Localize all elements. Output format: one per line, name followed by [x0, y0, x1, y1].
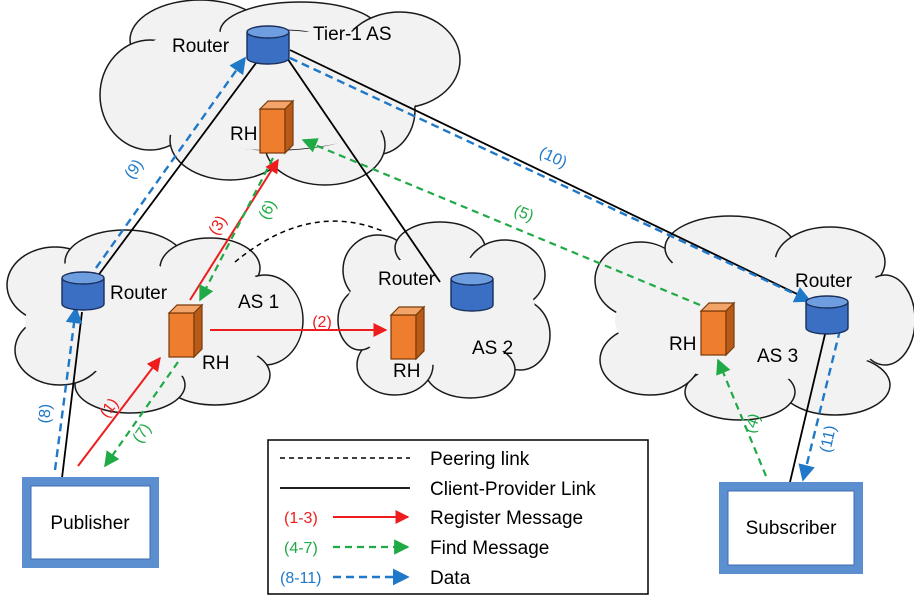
legend-box	[267, 439, 649, 595]
publisher-label: Publisher	[50, 513, 130, 534]
cloud-as1	[6, 229, 304, 414]
arrow-register-3	[189, 158, 279, 301]
legend-register-label: Register Message	[430, 508, 583, 529]
rh-icon	[699, 301, 736, 357]
rh-label-tier1: RH	[230, 124, 257, 145]
link-tier1-as2	[284, 54, 441, 283]
data-arrows	[53, 56, 842, 482]
tier1-as-label: Tier-1 AS	[313, 24, 392, 45]
legend-client-provider-label: Client-Provider Link	[430, 479, 596, 500]
find-arrows	[104, 138, 768, 477]
as2-label: AS 2	[472, 338, 513, 359]
legend-peering-label: Peering link	[430, 449, 530, 470]
client-provider-links	[61, 49, 827, 483]
router-label-as1: Router	[110, 283, 168, 304]
legend-data-label: Data	[430, 568, 471, 589]
router-icon	[805, 295, 849, 335]
cloud-tier1	[99, 0, 461, 186]
edge-label-2: (2)	[312, 314, 332, 331]
cloud-as2	[337, 221, 551, 399]
rh-icon	[258, 99, 295, 155]
rh-label-as1: RH	[202, 353, 229, 374]
edge-label-10: (10)	[536, 144, 569, 171]
link-tier1-as3	[289, 49, 821, 306]
register-arrows	[77, 158, 388, 467]
arrow-find-6	[199, 157, 274, 302]
legend-data-range: (8-11)	[280, 570, 322, 587]
arrow-data-10	[289, 56, 812, 303]
publisher-node: Publisher	[22, 477, 159, 568]
rh-icon	[167, 303, 204, 359]
router-label-tier1: Router	[172, 36, 230, 57]
subscriber-label: Subscriber	[746, 518, 837, 539]
arrow-find-7	[104, 361, 179, 468]
edge-label-9: (9)	[122, 157, 147, 183]
legend-register-range: (1-3)	[284, 510, 318, 527]
edge-label-11: (11)	[817, 424, 839, 454]
router-label-as2: Router	[378, 269, 436, 290]
edge-label-3: (3)	[206, 213, 231, 239]
legend-find-label: Find Message	[430, 538, 549, 559]
edge-label-6: (6)	[256, 197, 280, 222]
rh-label-as2: RH	[393, 361, 420, 382]
router-label-as3: Router	[795, 271, 853, 292]
legend-find-range: (4-7)	[284, 540, 318, 557]
as3-label: AS 3	[757, 346, 798, 367]
arrow-data-8	[53, 306, 83, 471]
router-icon	[450, 272, 494, 312]
link-as1-publisher	[61, 311, 83, 479]
arrow-register-1	[77, 356, 161, 467]
router-icon	[61, 271, 105, 311]
edge-label-5: (5)	[511, 202, 536, 225]
edge-label-4: (4)	[741, 411, 764, 435]
edge-label-8: (8)	[36, 403, 55, 424]
as1-label: AS 1	[238, 292, 279, 313]
cloud-as3	[594, 215, 914, 421]
link-as3-subscriber	[789, 329, 827, 483]
arrow-data-9	[95, 56, 246, 269]
legend: Peering link Client-Provider Link (1-3) …	[267, 439, 649, 595]
arrow-find-4	[716, 358, 768, 477]
router-icon	[246, 25, 290, 65]
peering-link-as1-as2	[234, 220, 386, 263]
link-tier1-as1	[96, 54, 263, 278]
subscriber-node: Subscriber	[719, 482, 863, 574]
rh-label-as3: RH	[669, 334, 696, 355]
rh-icon	[389, 305, 426, 361]
